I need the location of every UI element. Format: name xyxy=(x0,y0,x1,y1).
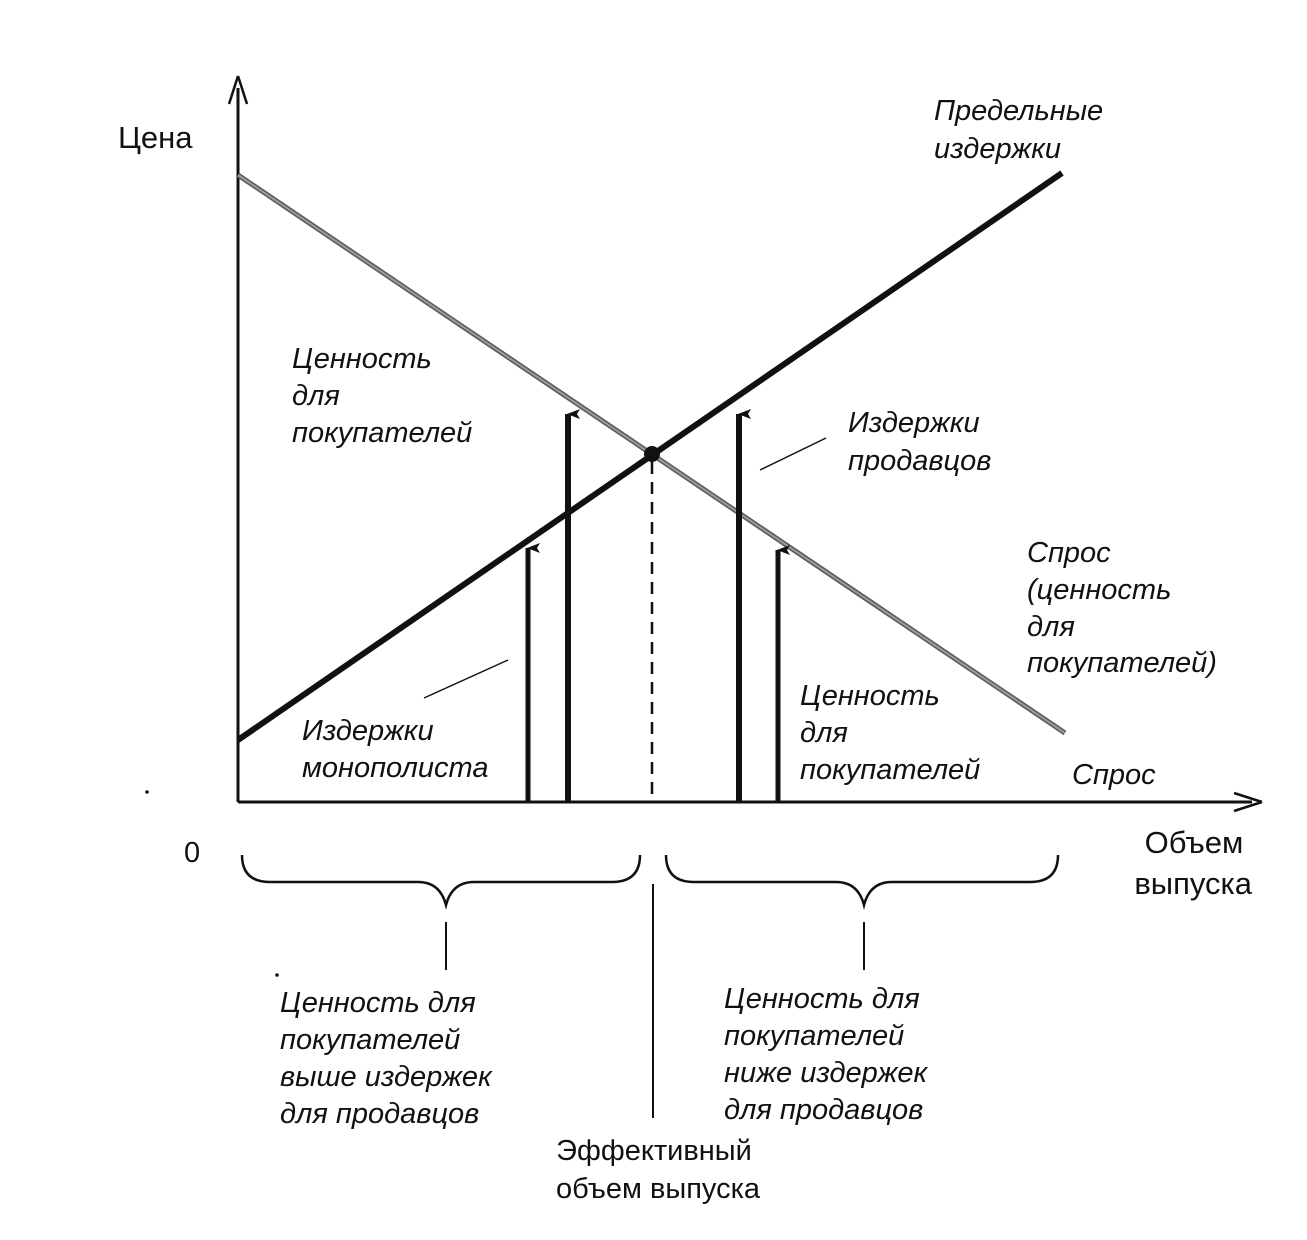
monopolist-cost-label: Издержки монополиста xyxy=(302,715,489,784)
x-axis-arrow-icon xyxy=(1233,791,1263,813)
demand-end-label: Спрос xyxy=(1072,759,1156,791)
equilibrium-point xyxy=(644,446,660,462)
brace-right xyxy=(664,854,1060,910)
origin-label: 0 xyxy=(184,837,200,869)
efficient-output-label: Эффективный объем выпуска xyxy=(556,1135,761,1205)
demand-label: Спрос (ценность для покупателей) xyxy=(1027,537,1217,679)
leader-seller-cost xyxy=(759,437,827,471)
seller-cost-label: Издержки продавцов xyxy=(848,407,991,477)
brace-left xyxy=(240,854,642,910)
buyer-value-label-left: Ценность для покупателей xyxy=(292,343,472,449)
y-axis-arrow-icon xyxy=(227,75,249,105)
leader-monopolist-cost xyxy=(423,659,509,699)
buyer-value-label-right: Ценность для покупателей xyxy=(800,680,980,786)
axis-y-label: Цена xyxy=(118,120,193,155)
brace-right-text: Ценность для покупателей ниже издержек д… xyxy=(724,983,935,1126)
marginal-cost-label: Предельные издержки xyxy=(934,95,1111,165)
scan-speck xyxy=(275,973,279,977)
brace-left-text: Ценность для покупателей выше издержек д… xyxy=(280,987,500,1130)
scan-speck xyxy=(145,790,149,794)
axis-x-label: Объем выпуска xyxy=(1134,825,1252,901)
